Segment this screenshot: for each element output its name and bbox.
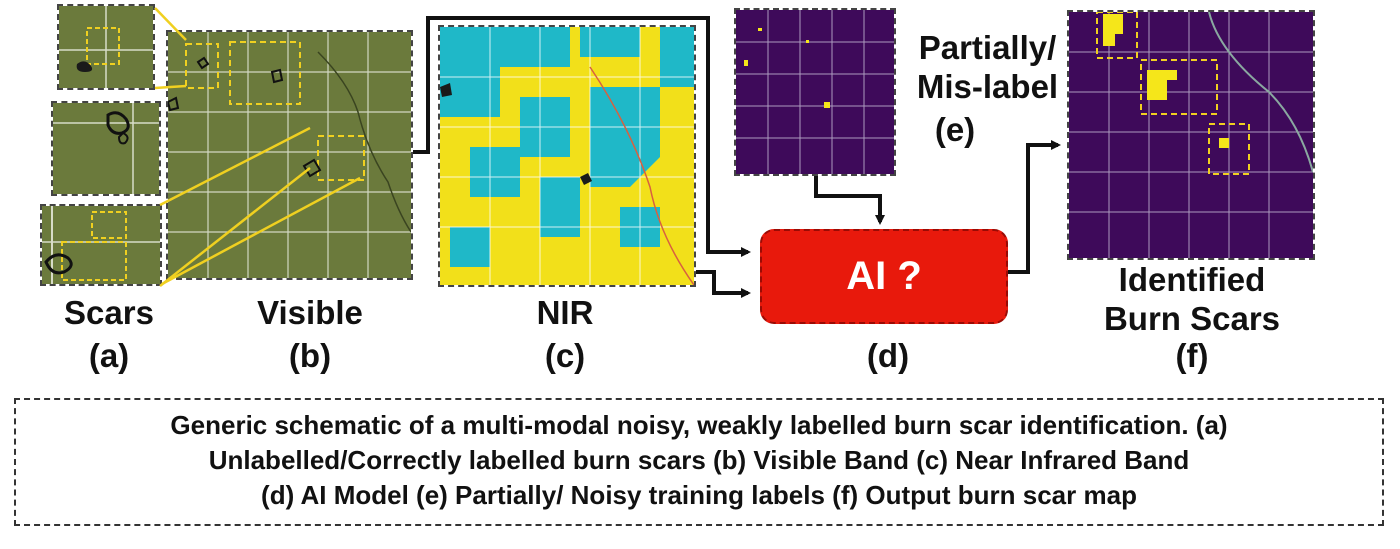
label-nir-tag: (c) <box>544 337 586 374</box>
ai-model-label: AI ? <box>846 254 922 298</box>
scar-inset-bottom <box>40 204 162 286</box>
label-visible: Visible <box>257 294 363 331</box>
label-scars: Scars <box>64 294 154 331</box>
arrow-ai-to-identified <box>1008 140 1061 274</box>
arrow-nir-to-ai <box>696 270 751 298</box>
arrow-mislabel-to-ai <box>814 176 885 225</box>
identified-image <box>1067 10 1315 260</box>
zoom-lines <box>154 7 361 287</box>
ai-model-box: AI ? <box>760 229 1008 324</box>
caption-box: Generic schematic of a multi-modal noisy… <box>14 398 1384 526</box>
label-nir: NIR <box>536 294 594 331</box>
label-scars-tag: (a) <box>88 337 130 374</box>
caption-line-2: Unlabelled/Correctly labelled burn scars… <box>208 445 1190 475</box>
label-mislabel-line2: Mis-label <box>916 68 1059 105</box>
label-ai-tag: (d) <box>866 337 910 374</box>
scar-inset-top <box>57 4 155 90</box>
arrow-visible-to-ai <box>413 16 751 257</box>
label-identified-tag: (f) <box>1175 337 1209 374</box>
label-mislabel-tag: (e) <box>934 111 976 148</box>
label-visible-tag: (b) <box>288 337 332 374</box>
nir-band-image <box>438 25 696 287</box>
scar-inset-middle <box>51 101 161 196</box>
label-identified-line2: Burn Scars <box>1103 300 1281 337</box>
label-identified-line1: Identified <box>1118 261 1266 298</box>
visible-band-image <box>166 30 413 280</box>
label-mislabel-line1: Partially/ <box>918 29 1057 66</box>
caption-line-3: (d) AI Model (e) Partially/ Noisy traini… <box>261 480 1137 510</box>
mislabel-image <box>734 8 896 176</box>
caption-line-1: Generic schematic of a multi-modal noisy… <box>170 410 1228 440</box>
